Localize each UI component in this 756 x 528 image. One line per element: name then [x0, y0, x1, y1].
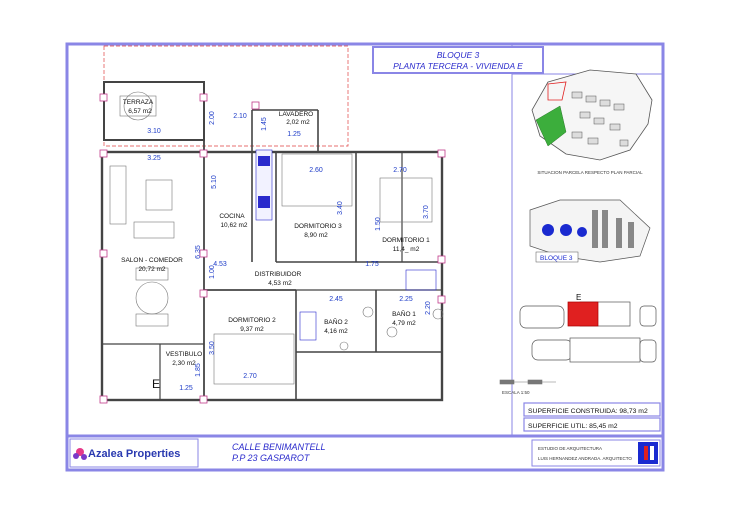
dim-label: 2.20 [425, 301, 432, 315]
useful-area-box [523, 417, 661, 432]
dim-label: 1.50 [375, 217, 382, 231]
entrance-mark: E [152, 377, 160, 391]
room-name-cocina: COCINA [219, 213, 245, 220]
dim-label: 2.70 [393, 167, 407, 174]
room-name-terraza: TERRAZA [123, 99, 154, 106]
room-area-cocina: 10,62 m2 [220, 222, 247, 229]
walls [100, 81, 444, 402]
dim-label: 2.10 [233, 113, 247, 120]
room-area-vestibulo: 2,30 m2 [172, 360, 196, 367]
room-name-lavadero: LAVADERO [279, 111, 313, 118]
room-name-dorm3: DORMITORIO 3 [294, 223, 342, 230]
room-name-vestibulo: VESTIBULO [166, 351, 202, 358]
brand-box [69, 438, 199, 468]
dimension-labels: 3.10 2.00 2.10 1.45 1.25 3.25 2.60 2.70 … [147, 111, 432, 392]
room-area-distribuidor: 4,53 m2 [268, 280, 292, 287]
address-line1: CALLE BENIMANTELL [232, 442, 326, 452]
dim-label: 2.45 [329, 296, 343, 303]
azalea-logo-icon [73, 448, 87, 460]
brand-name: Azalea Properties [88, 448, 180, 460]
room-area-dorm1: 11,4_ m2 [393, 246, 420, 253]
title-line2: PLANTA TERCERA - VIVIENDA E [393, 61, 523, 71]
studio-line1: ESTUDIO DE ARQUITECTURA [538, 446, 602, 451]
scale-label: ESCALA 1:50 [502, 390, 530, 395]
dim-label: 3.40 [337, 201, 344, 215]
address-line2: P.P 23 GASPAROT [232, 453, 311, 463]
useful-area: SUPERFICIE UTIL: 85,45 m2 [528, 423, 618, 430]
room-name-distribuidor: DISTRIBUIDOR [255, 271, 302, 278]
sheet-frame [65, 42, 665, 472]
built-area-box [523, 402, 661, 417]
block-label: BLOQUE 3 [540, 255, 573, 262]
dim-label: 2.00 [209, 111, 216, 125]
room-name-bano1: BAÑO 1 [392, 309, 416, 318]
dim-label: 2.60 [309, 167, 323, 174]
situation-map: SITUACION PARCELA RESPECTO PLAN PARCIAL [531, 69, 653, 175]
dim-label: 3.70 [423, 205, 430, 219]
studio-logo-icon [638, 442, 658, 464]
room-name-dorm1: DORMITORIO 1 [382, 237, 430, 244]
title-box [372, 46, 544, 74]
room-area-salon: 20,72 m2 [138, 266, 165, 273]
dim-label: 1.25 [179, 385, 193, 392]
built-area: SUPERFICIE CONSTRUIDA: 98,73 m2 [528, 408, 648, 415]
room-area-dorm3: 8,90 m2 [304, 232, 328, 239]
dim-label: 6.35 [195, 245, 202, 259]
situation-caption: SITUACION PARCELA RESPECTO PLAN PARCIAL [537, 170, 643, 175]
dim-label: 1.00 [209, 265, 216, 279]
room-area-terraza: 6,57 m2 [128, 108, 152, 115]
room-area-bano2: 4,16 m2 [324, 328, 348, 335]
dim-label: 5.10 [211, 175, 218, 189]
key-plan: E [519, 293, 657, 363]
dim-label: 1.75 [365, 261, 379, 268]
dim-label: 1.45 [261, 117, 268, 131]
room-name-salon: SALON - COMEDOR [121, 257, 183, 264]
dim-label: 1.25 [287, 131, 301, 138]
dim-label: 1.85 [195, 363, 202, 377]
dim-label: 3.25 [147, 155, 161, 162]
dim-label: 2.25 [399, 296, 413, 303]
scale-bar: ESCALA 1:50 [499, 379, 556, 395]
dim-label: 3.50 [209, 341, 216, 355]
room-area-bano1: 4,79 m2 [392, 320, 416, 327]
dim-label: 3.10 [147, 128, 161, 135]
room-name-dorm2: DORMITORIO 2 [228, 317, 276, 324]
studio-line2: LUIS HERNANDEZ ANDRADA. ARQUITECTO [538, 456, 632, 461]
block-plan: BLOQUE 3 [529, 199, 651, 263]
furniture [109, 91, 444, 385]
unit-mark: E [576, 293, 581, 302]
room-labels: TERRAZA 6,57 m2 LAVADERO 2,02 m2 COCINA … [121, 99, 430, 367]
columns [99, 93, 446, 404]
room-area-dorm2: 9,37 m2 [240, 326, 264, 333]
room-area-lavadero: 2,02 m2 [286, 119, 310, 126]
dim-label: 2.70 [243, 373, 257, 380]
room-name-bano2: BAÑO 2 [324, 317, 348, 326]
dim-label: 4.53 [213, 261, 227, 268]
title-line1: BLOQUE 3 [437, 50, 480, 60]
